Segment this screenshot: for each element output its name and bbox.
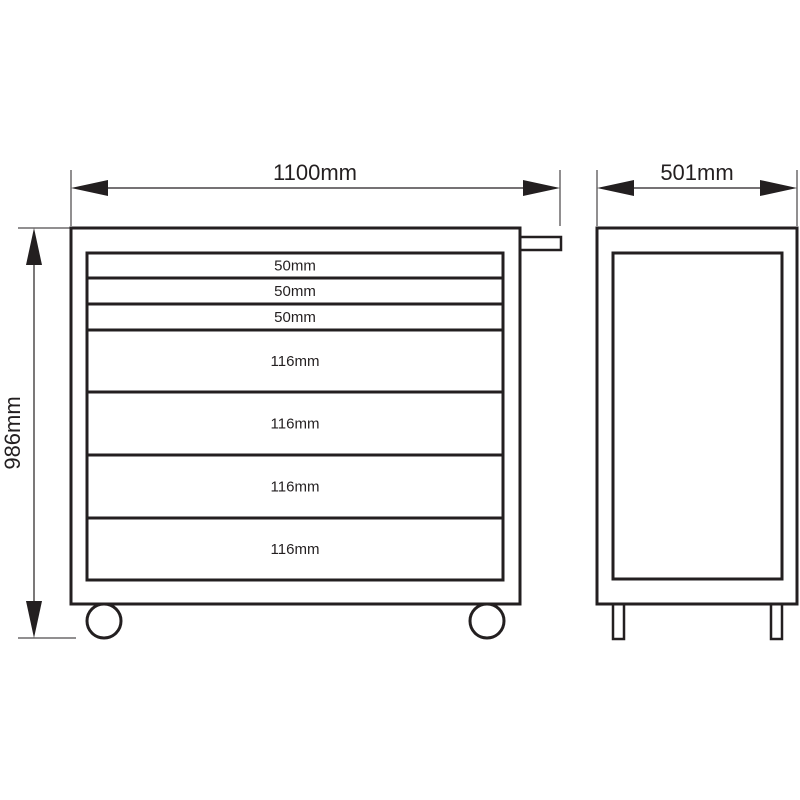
height-label: 986mm [0,396,25,469]
caster-wheel-right [468,602,506,640]
width-arrow-left [71,180,108,196]
side-leg-left [611,602,626,641]
drawer-7-label: 116mm [271,541,320,558]
width-dimension: 1100mm [70,160,561,226]
depth-dimension: 501mm [596,160,798,226]
side-view [595,226,799,641]
height-dimension: 986mm [0,227,76,639]
drawer-7 [85,516,505,582]
drawer-3-label: 50mm [274,309,316,326]
drawer-stack: 50mm 50mm 50mm 116mm 116mm 116mm 116mm [85,251,505,582]
front-view: 50mm 50mm 50mm 116mm 116mm 116mm 116mm [69,226,563,640]
cabinet-body-side [595,226,799,606]
width-arrow-right [523,180,560,196]
height-arrow-top [26,228,42,265]
drawer-2-label: 50mm [274,283,316,300]
caster-wheel-left [85,602,123,640]
width-label: 1100mm [273,160,357,185]
depth-label: 501mm [660,160,733,185]
side-leg-right [769,602,784,641]
depth-arrow-left [597,180,634,196]
side-handle [518,235,563,252]
depth-arrow-right [760,180,797,196]
height-arrow-bottom [26,601,42,638]
cabinet-body-front [69,226,522,606]
drawer-4-label: 116mm [271,353,320,370]
drawer-5-label: 116mm [271,416,320,433]
side-panel [611,251,784,581]
drawer-1-label: 50mm [274,258,316,275]
drawer-6-label: 116mm [271,479,320,496]
